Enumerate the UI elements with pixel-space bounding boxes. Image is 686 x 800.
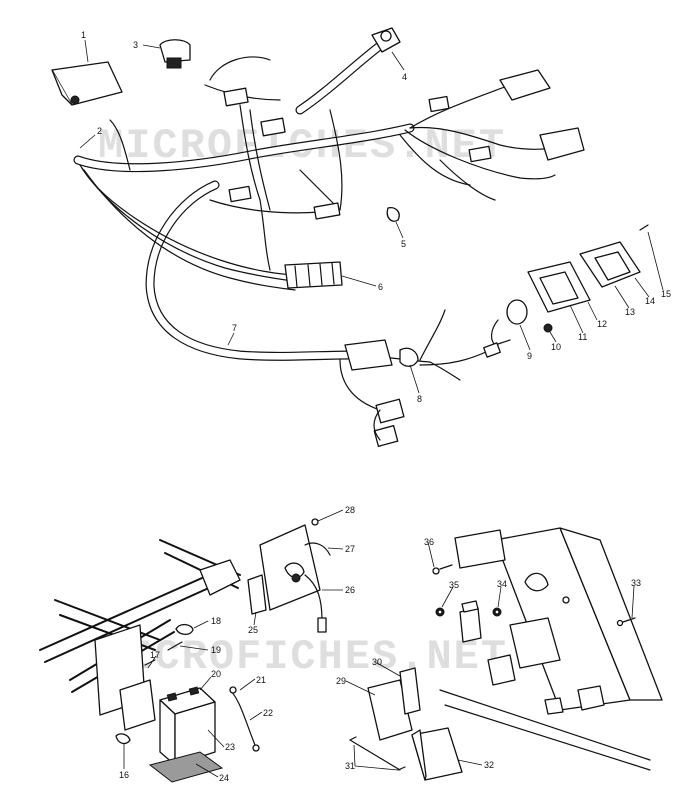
- headlight-assembly: [51, 61, 123, 106]
- callout-12: 12: [597, 319, 607, 329]
- callout-26: 26: [345, 585, 355, 595]
- callout-20: 20: [211, 669, 221, 679]
- callout-23: 23: [225, 742, 235, 752]
- callout-14: 14: [645, 296, 655, 306]
- callout-17: 17: [150, 650, 160, 660]
- regulator-module: [499, 69, 585, 161]
- inline-connectors-upper: [223, 87, 492, 220]
- callout-32: 32: [484, 760, 494, 770]
- callout-1: 1: [81, 30, 86, 40]
- watermark-bottom: MICROFICHES.NET: [100, 633, 508, 681]
- callout-36: 36: [424, 537, 434, 547]
- callout-24: 24: [219, 773, 229, 783]
- callout-numbers: 1 2 3 4 5 6 7 8 9 10 11 12 13 14 15 16 1…: [81, 30, 671, 783]
- ignition-switch: [159, 39, 191, 69]
- callout-13: 13: [625, 307, 635, 317]
- callout-35: 35: [449, 580, 459, 590]
- callout-33: 33: [631, 578, 641, 588]
- harness-connector-4: [371, 27, 401, 53]
- callout-11: 11: [578, 332, 587, 342]
- callout-18: 18: [211, 616, 221, 626]
- callout-30: 30: [372, 657, 382, 667]
- callout-34: 34: [497, 579, 507, 589]
- frame-battery-assembly: [39, 539, 260, 783]
- callout-6: 6: [378, 282, 383, 292]
- taillight-assembly: [483, 224, 649, 358]
- callout-5: 5: [401, 239, 406, 249]
- harness-connector-lower: [373, 398, 405, 447]
- callout-25: 25: [248, 625, 258, 635]
- relay-bracket-assembly: [247, 518, 331, 633]
- callout-3: 3: [133, 40, 138, 50]
- callout-21: 21: [256, 675, 266, 685]
- callout-2: 2: [97, 126, 102, 136]
- callout-10: 10: [551, 342, 561, 352]
- terminal-block-6: [284, 261, 343, 289]
- callout-31: 31: [345, 761, 355, 771]
- callout-9: 9: [527, 351, 532, 361]
- relay-8: [344, 339, 419, 371]
- callout-19: 19: [211, 645, 221, 655]
- callout-29: 29: [336, 676, 346, 686]
- main-wiring-harness: [73, 37, 556, 411]
- sensor-switch-5: [386, 206, 400, 222]
- callout-28: 28: [345, 505, 355, 515]
- callout-15: 15: [661, 289, 671, 299]
- callout-16: 16: [119, 770, 129, 780]
- leader-lines: [79, 39, 664, 778]
- callout-4: 4: [402, 72, 407, 82]
- callout-7: 7: [232, 323, 237, 333]
- callout-22: 22: [263, 708, 273, 718]
- callout-8: 8: [417, 394, 422, 404]
- callout-27: 27: [345, 544, 355, 554]
- electrical-panel-assembly: [349, 527, 663, 781]
